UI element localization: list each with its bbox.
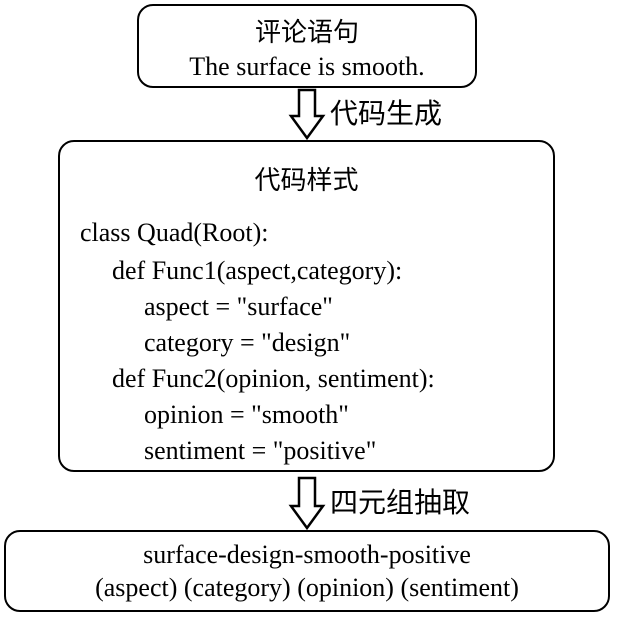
quad-result-text: surface-design-smooth-positive xyxy=(143,540,471,569)
quad-extraction-label: 四元组抽取 xyxy=(330,486,471,519)
code-line: def Func2(opinion, sentiment): xyxy=(112,364,435,393)
review-sentence-text: The surface is smooth. xyxy=(189,52,425,81)
down-arrow-icon xyxy=(288,476,326,531)
code-line: opinion = "smooth" xyxy=(144,400,349,429)
code-style-title: 代码样式 xyxy=(254,166,359,196)
code-line: class Quad(Root): xyxy=(80,218,269,247)
down-arrow-icon xyxy=(288,88,326,141)
code-style-box: 代码样式 class Quad(Root): def Func1(aspect,… xyxy=(58,140,555,472)
code-line: category = "design" xyxy=(144,328,351,357)
review-sentence-title: 评论语句 xyxy=(254,18,359,48)
review-sentence-box: 评论语句 The surface is smooth. xyxy=(137,4,477,88)
code-line: sentiment = "positive" xyxy=(144,436,377,465)
code-line: aspect = "surface" xyxy=(144,292,333,321)
quad-result-box: surface-design-smooth-positive (aspect) … xyxy=(4,530,610,612)
code-generation-label: 代码生成 xyxy=(330,97,443,130)
code-line: def Func1(aspect,category): xyxy=(112,256,403,285)
quad-element-legend: (aspect) (category) (opinion) (sentiment… xyxy=(95,573,519,602)
